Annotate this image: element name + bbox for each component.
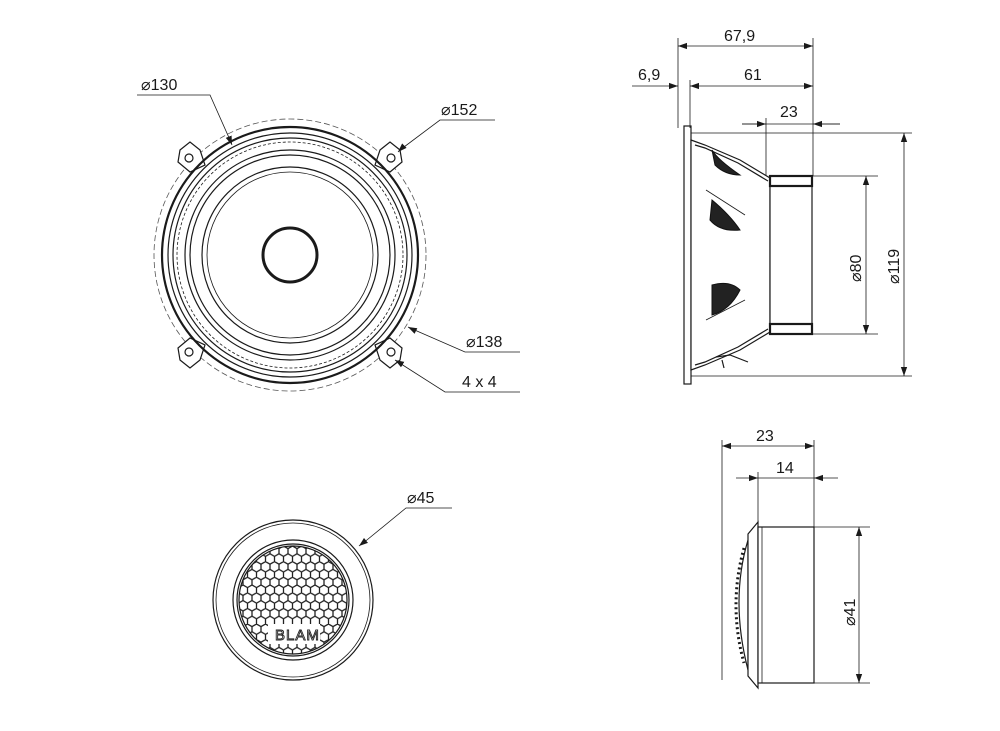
- woofer-dust-cap: [261, 226, 319, 284]
- dia-130-value: 130: [151, 77, 178, 94]
- tweeter-logo: BLAM: [275, 627, 320, 644]
- woofer-cone: [201, 166, 379, 344]
- dimension-dia-41: ⌀41: [814, 526, 870, 684]
- svg-text:⌀119: ⌀119: [886, 249, 903, 284]
- dia-119-value: 119: [886, 249, 903, 275]
- basket-window: [711, 149, 742, 176]
- tweeter-front-view: BLAM ⌀45: [212, 490, 452, 681]
- dimension-dia-138: ⌀138: [407, 326, 520, 353]
- woofer-cutout-outline: [153, 118, 427, 392]
- tweeter-body-value: 14: [776, 460, 794, 477]
- dia-152-value: 152: [451, 102, 478, 119]
- mounting-hole: [386, 347, 396, 357]
- mounting-hole: [184, 347, 194, 357]
- svg-text:⌀138: ⌀138: [466, 334, 502, 351]
- basket-window: [711, 282, 741, 316]
- dia-138-value: 138: [476, 334, 503, 351]
- svg-text:⌀45: ⌀45: [407, 490, 435, 507]
- mounting-hole: [184, 153, 194, 163]
- svg-text:⌀152: ⌀152: [441, 102, 477, 119]
- svg-text:⌀41: ⌀41: [842, 598, 859, 626]
- dimension-magnet-depth: 23: [742, 104, 840, 176]
- woofer-magnet: [769, 175, 813, 335]
- dimension-dia-130: ⌀130: [137, 77, 233, 146]
- tweeter-flange-side: [747, 520, 759, 690]
- mounting-hole: [386, 153, 396, 163]
- tweeter-grille-ring: [232, 539, 354, 661]
- dimension-tweeter-depth: 23: [721, 428, 815, 680]
- dimension-dia-80: ⌀80: [812, 175, 878, 335]
- tweeter-flange: [212, 519, 374, 681]
- tweeter-grille-side: [738, 539, 749, 671]
- dimension-dia-45: ⌀45: [358, 490, 452, 547]
- tweeter-body-side: [757, 526, 815, 684]
- woofer-surround: [184, 149, 396, 361]
- dia-45-value: 45: [417, 490, 435, 507]
- woofer-flange: [683, 125, 692, 385]
- dia-41-value: 41: [842, 598, 859, 616]
- dimension-dia-152: ⌀152: [397, 102, 495, 153]
- tweeter-depth-value: 23: [756, 428, 774, 445]
- basket-window: [709, 199, 741, 231]
- dimension-tweeter-body: 14: [736, 460, 838, 522]
- woofer-mounting-tabs: [177, 141, 403, 369]
- woofer-frame-outer: [160, 125, 420, 385]
- basket-depth-value: 61: [744, 67, 762, 84]
- magnet-depth-value: 23: [780, 104, 798, 121]
- dimension-holes: 4 x 4: [394, 359, 520, 393]
- dimension-dia-119: ⌀119: [691, 132, 912, 377]
- svg-text:⌀80: ⌀80: [848, 254, 865, 282]
- depth-total-value: 67,9: [724, 28, 755, 45]
- tweeter-side-view: 23 14 ⌀41: [721, 428, 870, 690]
- svg-text:⌀130: ⌀130: [141, 77, 177, 94]
- dimension-flange-basket: 6,9 61: [632, 67, 813, 128]
- woofer-front-view: ⌀130 ⌀152 ⌀138 4 x 4: [137, 77, 520, 393]
- dimension-depth-total: 67,9: [677, 28, 814, 176]
- flange-value: 6,9: [638, 67, 660, 84]
- dia-80-value: 80: [848, 254, 865, 272]
- woofer-side-view: 67,9 6,9 61 23 ⌀80: [632, 28, 912, 385]
- woofer-terminal: [715, 354, 749, 369]
- holes-value: 4 x 4: [462, 374, 497, 391]
